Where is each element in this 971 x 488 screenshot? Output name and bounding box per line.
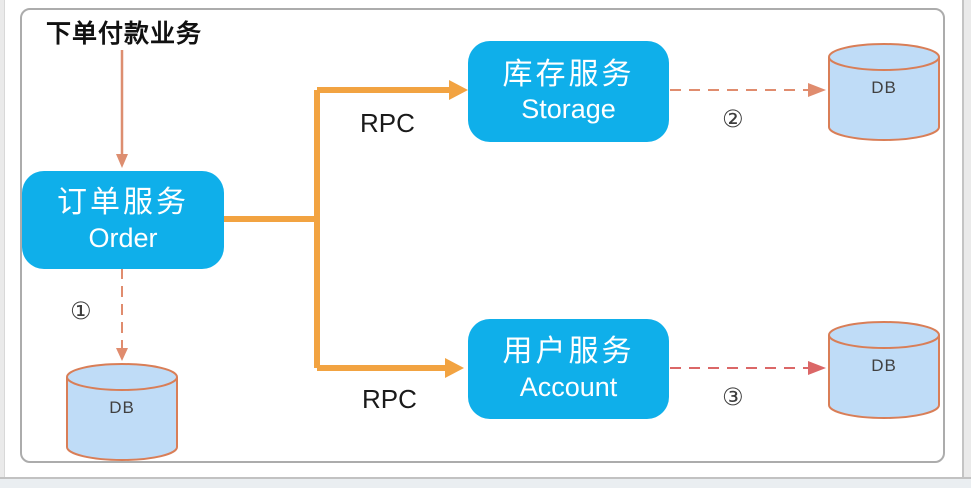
dashed-arrowhead-order-db <box>116 348 128 361</box>
rpc-label-bottom: RPC <box>362 384 417 414</box>
rpc-label-top: RPC <box>360 108 415 138</box>
rpc-arrowhead-account <box>445 358 464 378</box>
window-edge-left <box>0 0 5 488</box>
rpc-connector <box>224 87 450 371</box>
node-account-db: DB <box>826 320 942 420</box>
rpc-arrowhead-storage <box>449 80 468 100</box>
account-service-name-cn: 用户服务 <box>502 335 635 369</box>
flow-arrowhead <box>116 154 128 168</box>
storage-service-name-cn: 库存服务 <box>502 57 635 91</box>
order-db-label: DB <box>109 398 135 417</box>
dashed-arrowhead-storage-db <box>808 83 826 97</box>
step-marker-2: ② <box>722 105 744 133</box>
node-storage-db: DB <box>826 42 942 142</box>
account-db-label: DB <box>871 356 897 375</box>
node-order-db: DB <box>64 362 180 462</box>
database-cylinder-icon <box>828 43 940 141</box>
node-order-service: 订单服务 Order <box>22 171 224 269</box>
window-edge-right <box>962 0 971 488</box>
node-storage-service: 库存服务 Storage <box>468 41 669 142</box>
database-cylinder-icon <box>828 321 940 419</box>
step-marker-3: ③ <box>722 383 744 411</box>
order-service-name-cn: 订单服务 <box>57 186 189 220</box>
diagram-title: 下单付款业务 <box>46 21 203 48</box>
dashed-arrowhead-account-db <box>808 361 826 375</box>
account-service-name-en: Account <box>519 371 618 402</box>
storage-service-name-en: Storage <box>521 94 616 125</box>
step-marker-1: ① <box>70 297 92 325</box>
storage-db-label: DB <box>871 78 897 97</box>
order-service-name-en: Order <box>88 222 158 253</box>
node-account-service: 用户服务 Account <box>468 319 669 419</box>
window-edge-bottom <box>0 477 971 488</box>
database-cylinder-icon <box>66 363 178 461</box>
